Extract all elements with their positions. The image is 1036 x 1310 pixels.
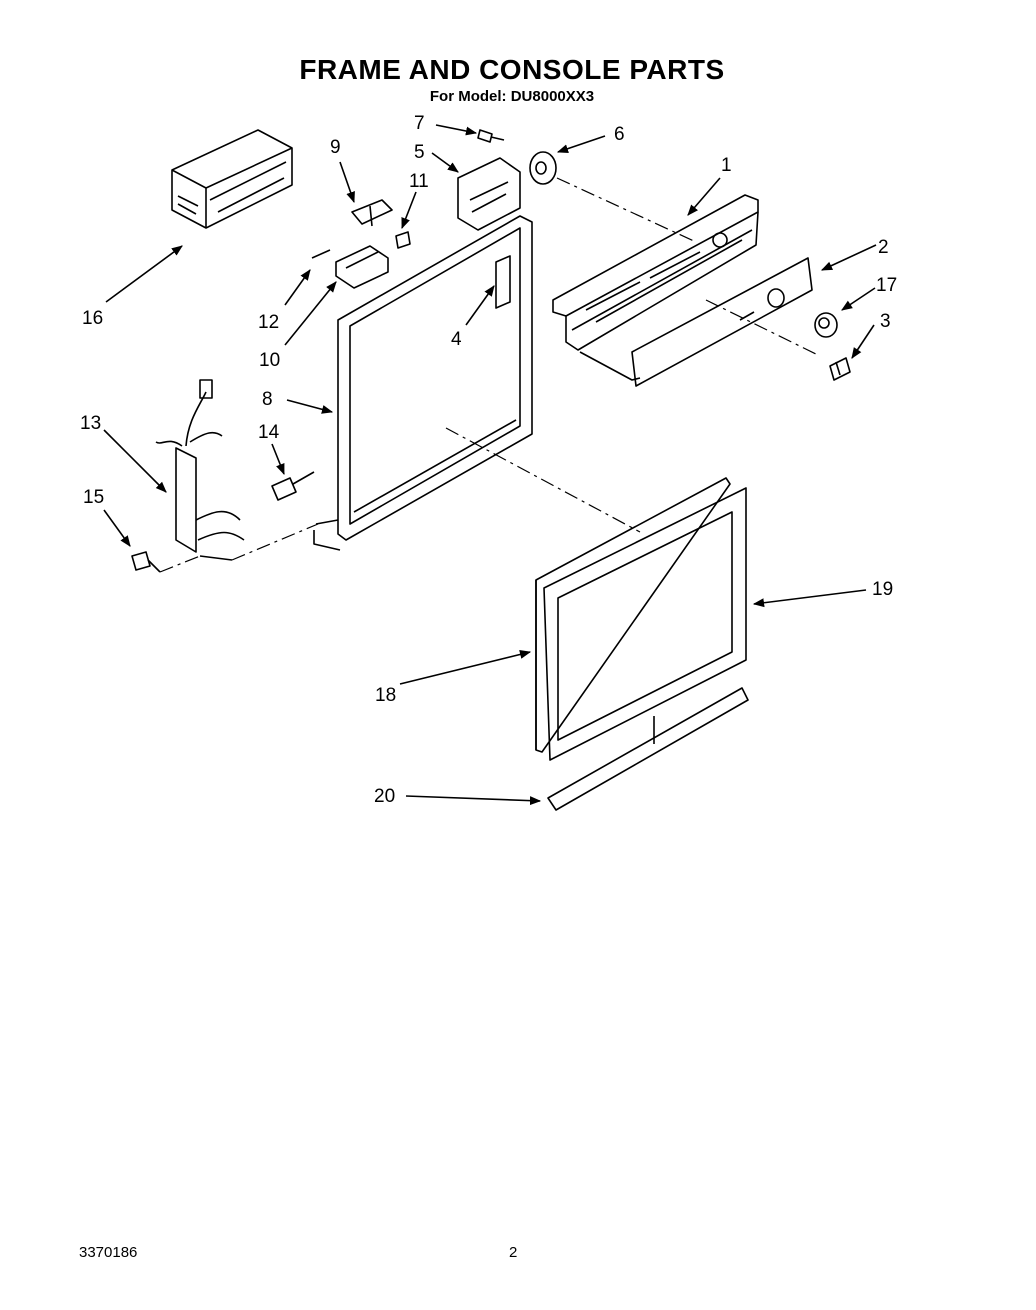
part-12-pin	[311, 249, 331, 259]
callout-2: 2	[878, 237, 889, 258]
callout-10: 10	[259, 350, 280, 371]
part-8-door-frame	[313, 215, 533, 551]
part-2-control-facing	[631, 257, 813, 387]
part-17-knob	[814, 312, 838, 338]
callout-20: 20	[374, 786, 395, 807]
part-6-dial	[529, 151, 557, 185]
part-16-vent-cover	[171, 129, 293, 229]
callout-4: 4	[451, 329, 462, 350]
callout-14: 14	[258, 422, 280, 443]
part-14-connector	[271, 471, 315, 501]
part-9-bracket	[351, 199, 393, 227]
callout-17: 17	[876, 275, 897, 296]
callout-15: 15	[83, 487, 104, 508]
callout-3: 3	[880, 311, 891, 332]
part-18-inner-door-panel	[535, 477, 731, 753]
callout-7: 7	[414, 113, 425, 134]
callout-19: 19	[872, 579, 893, 600]
callout-11: 11	[409, 171, 429, 192]
model-subtitle: For Model: DU8000XX3	[429, 88, 595, 105]
alignment-lines	[159, 177, 821, 573]
part-15-fastener	[131, 551, 161, 573]
part-13-wiring-harness	[155, 379, 245, 561]
leader-lines	[103, 124, 877, 806]
callout-5: 5	[414, 142, 425, 163]
document-number: 3370186	[79, 1244, 138, 1261]
part-19-outer-door-panel	[543, 487, 747, 761]
part-3-switch	[829, 357, 851, 381]
part-20-trim-strip	[547, 687, 749, 811]
callout-8: 8	[262, 389, 273, 410]
callout-1: 1	[721, 155, 732, 176]
callout-6: 6	[614, 124, 625, 145]
part-7-screw	[477, 129, 505, 143]
part-11-clip	[395, 231, 411, 249]
callout-16: 16	[82, 308, 103, 329]
callout-labels: 1 2 3 4 5 6 7 8 9 10 11 12 13 14 15 16 1…	[80, 113, 897, 807]
callout-9: 9	[330, 137, 341, 158]
page-number: 2	[509, 1244, 518, 1261]
callout-18: 18	[375, 685, 396, 706]
callout-12: 12	[258, 312, 279, 333]
part-1-console-panel	[552, 194, 759, 381]
callout-13: 13	[80, 413, 101, 434]
page-title: FRAME AND CONSOLE PARTS	[299, 54, 725, 85]
part-5-latch	[457, 157, 521, 231]
part-10-hinge-block	[335, 245, 389, 289]
